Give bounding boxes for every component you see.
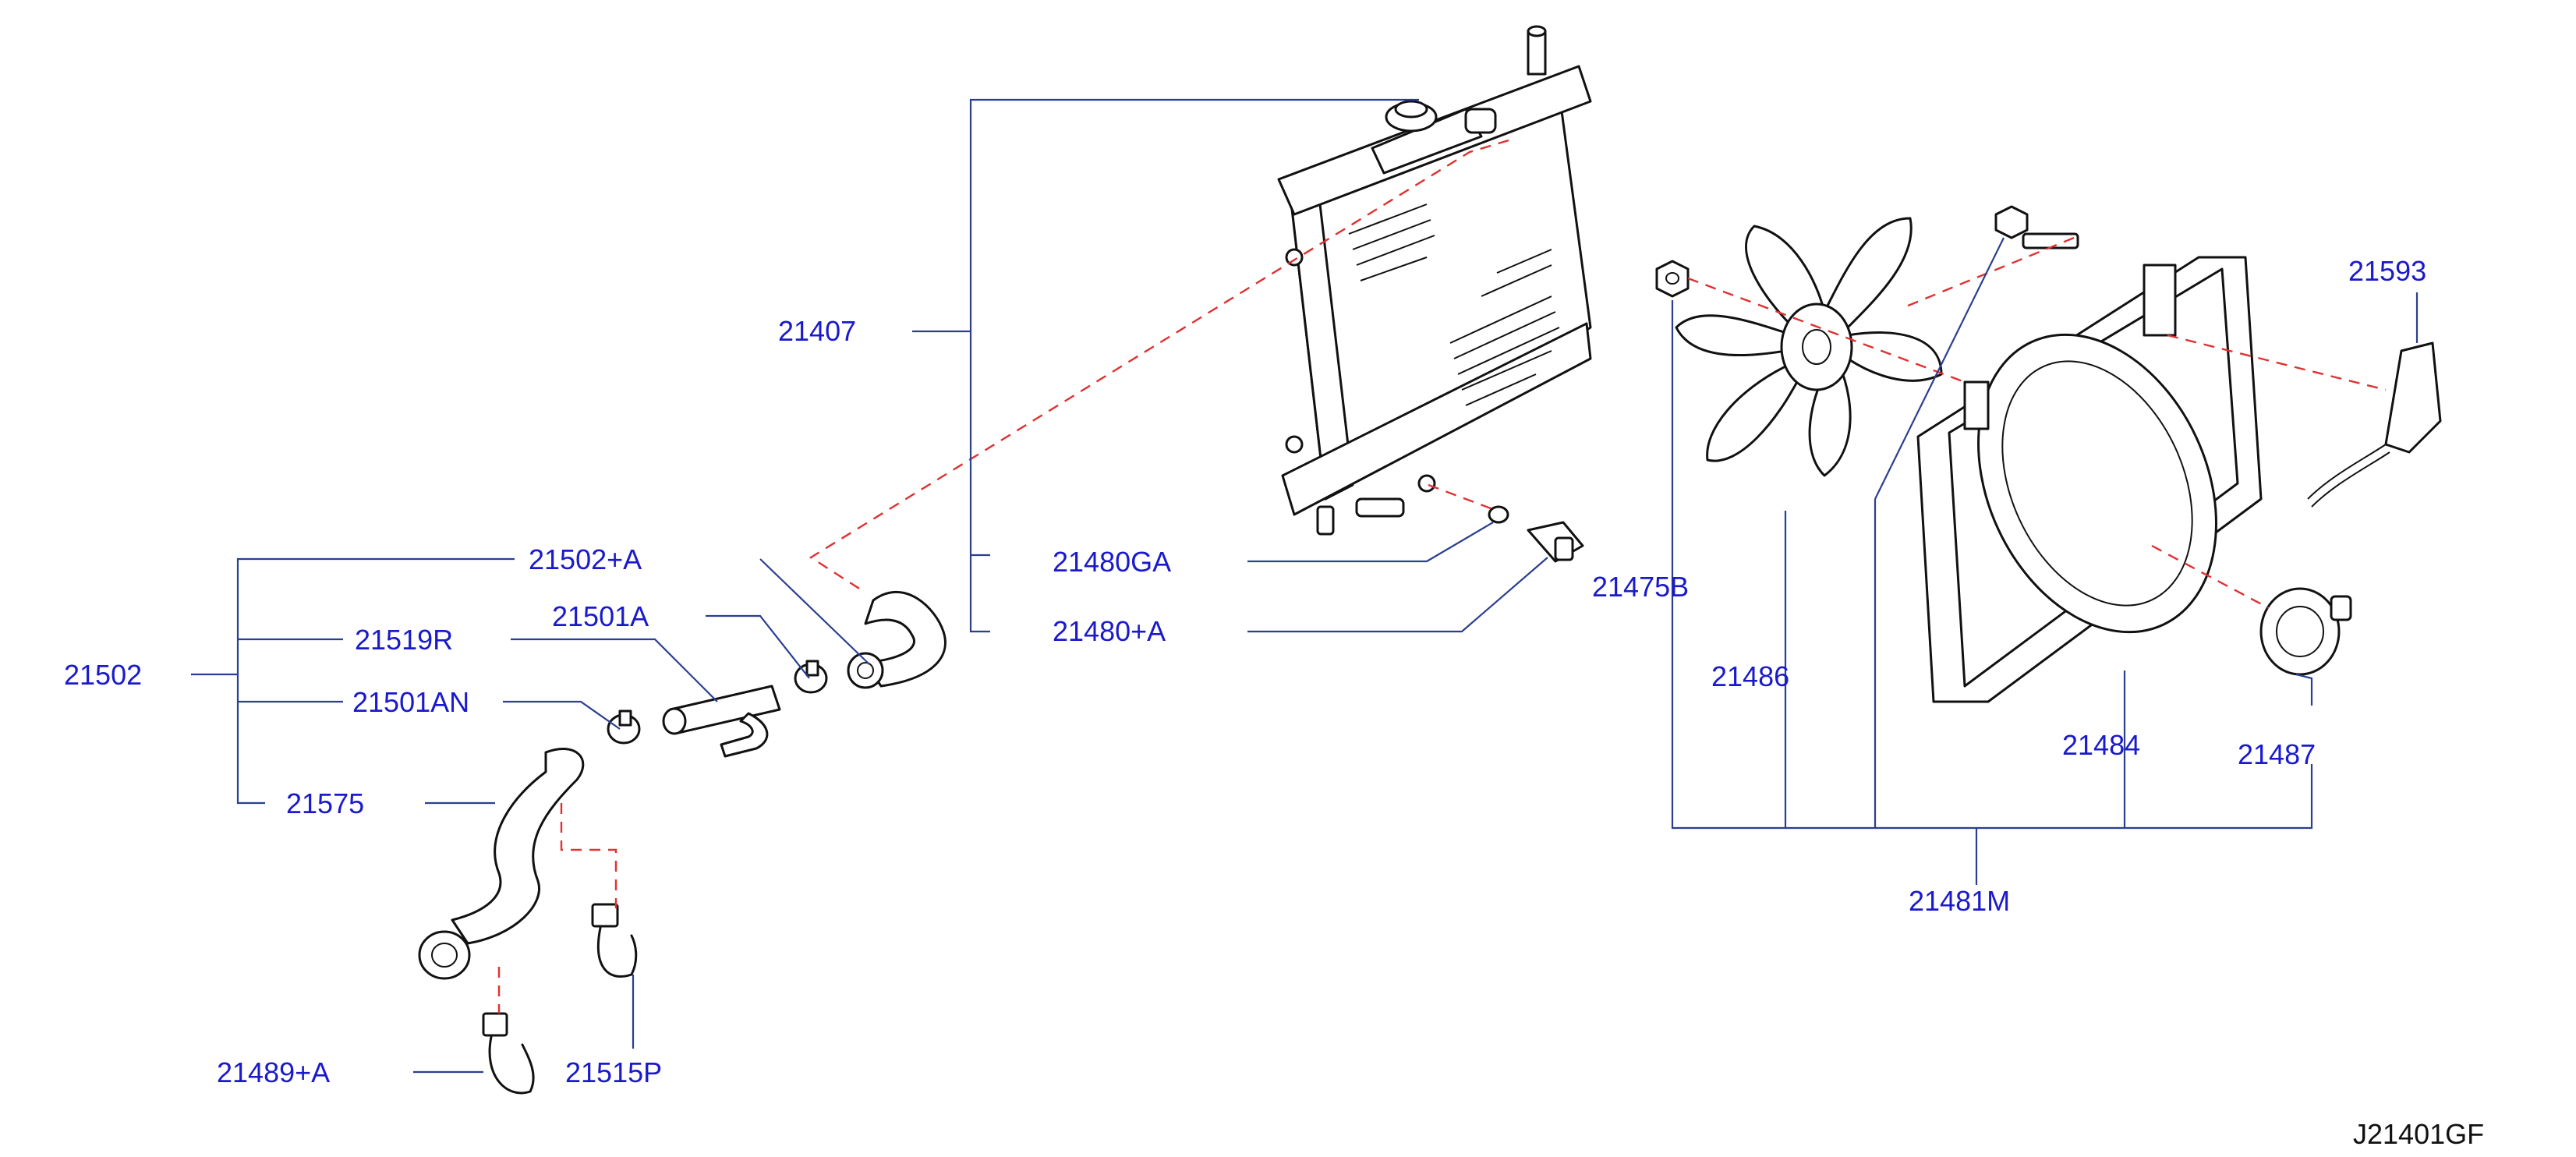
- leader-lines: [191, 98, 2419, 1074]
- drain-cock: [1527, 521, 1584, 563]
- label-21481M: 21481M: [1909, 885, 2010, 917]
- lower-hose: [418, 748, 585, 980]
- label-21407: 21407: [778, 315, 856, 347]
- label-21480GA: 21480GA: [1053, 546, 1171, 578]
- label-21502: 21502: [64, 659, 142, 691]
- label-21484: 21484: [2062, 729, 2140, 761]
- fan-shroud: [1916, 256, 2263, 703]
- dashed-guides: [497, 139, 2387, 1014]
- fan-nut: [1655, 260, 1690, 298]
- label-21501AN: 21501AN: [352, 686, 469, 718]
- fan-blade: [1675, 217, 1943, 477]
- label-21489-plus-a: 21489+A: [217, 1056, 330, 1088]
- label-21475B: 21475B: [1592, 571, 1689, 603]
- motor-harness: [2307, 341, 2442, 508]
- diagram-code: J21401GF: [2353, 1118, 2484, 1150]
- connector-pipe: [662, 685, 781, 758]
- drain-oring: [1488, 505, 1509, 524]
- label-21502-plus-a: 21502+A: [529, 543, 642, 575]
- radiator-drawing: [1277, 25, 1592, 536]
- label-21480-plus-a: 21480+A: [1053, 615, 1166, 647]
- lower-hose-clamp: [607, 709, 641, 745]
- label-21515P: 21515P: [565, 1056, 662, 1088]
- label-21519R: 21519R: [355, 624, 453, 656]
- hose-clip-21489: [482, 1012, 535, 1095]
- label-21487: 21487: [2238, 738, 2316, 770]
- label-21486: 21486: [1711, 660, 1789, 692]
- label-21593: 21593: [2348, 255, 2426, 287]
- label-21575: 21575: [286, 787, 364, 819]
- hose-clip-21515: [591, 903, 638, 978]
- fan-motor: [2259, 587, 2352, 676]
- label-21501A: 21501A: [552, 600, 649, 632]
- part-labels: 21407 21480GA 21480+A 21475B 21502 21502…: [64, 255, 2484, 1150]
- upper-hose: [847, 590, 947, 689]
- shroud-bolt: [1994, 205, 2079, 249]
